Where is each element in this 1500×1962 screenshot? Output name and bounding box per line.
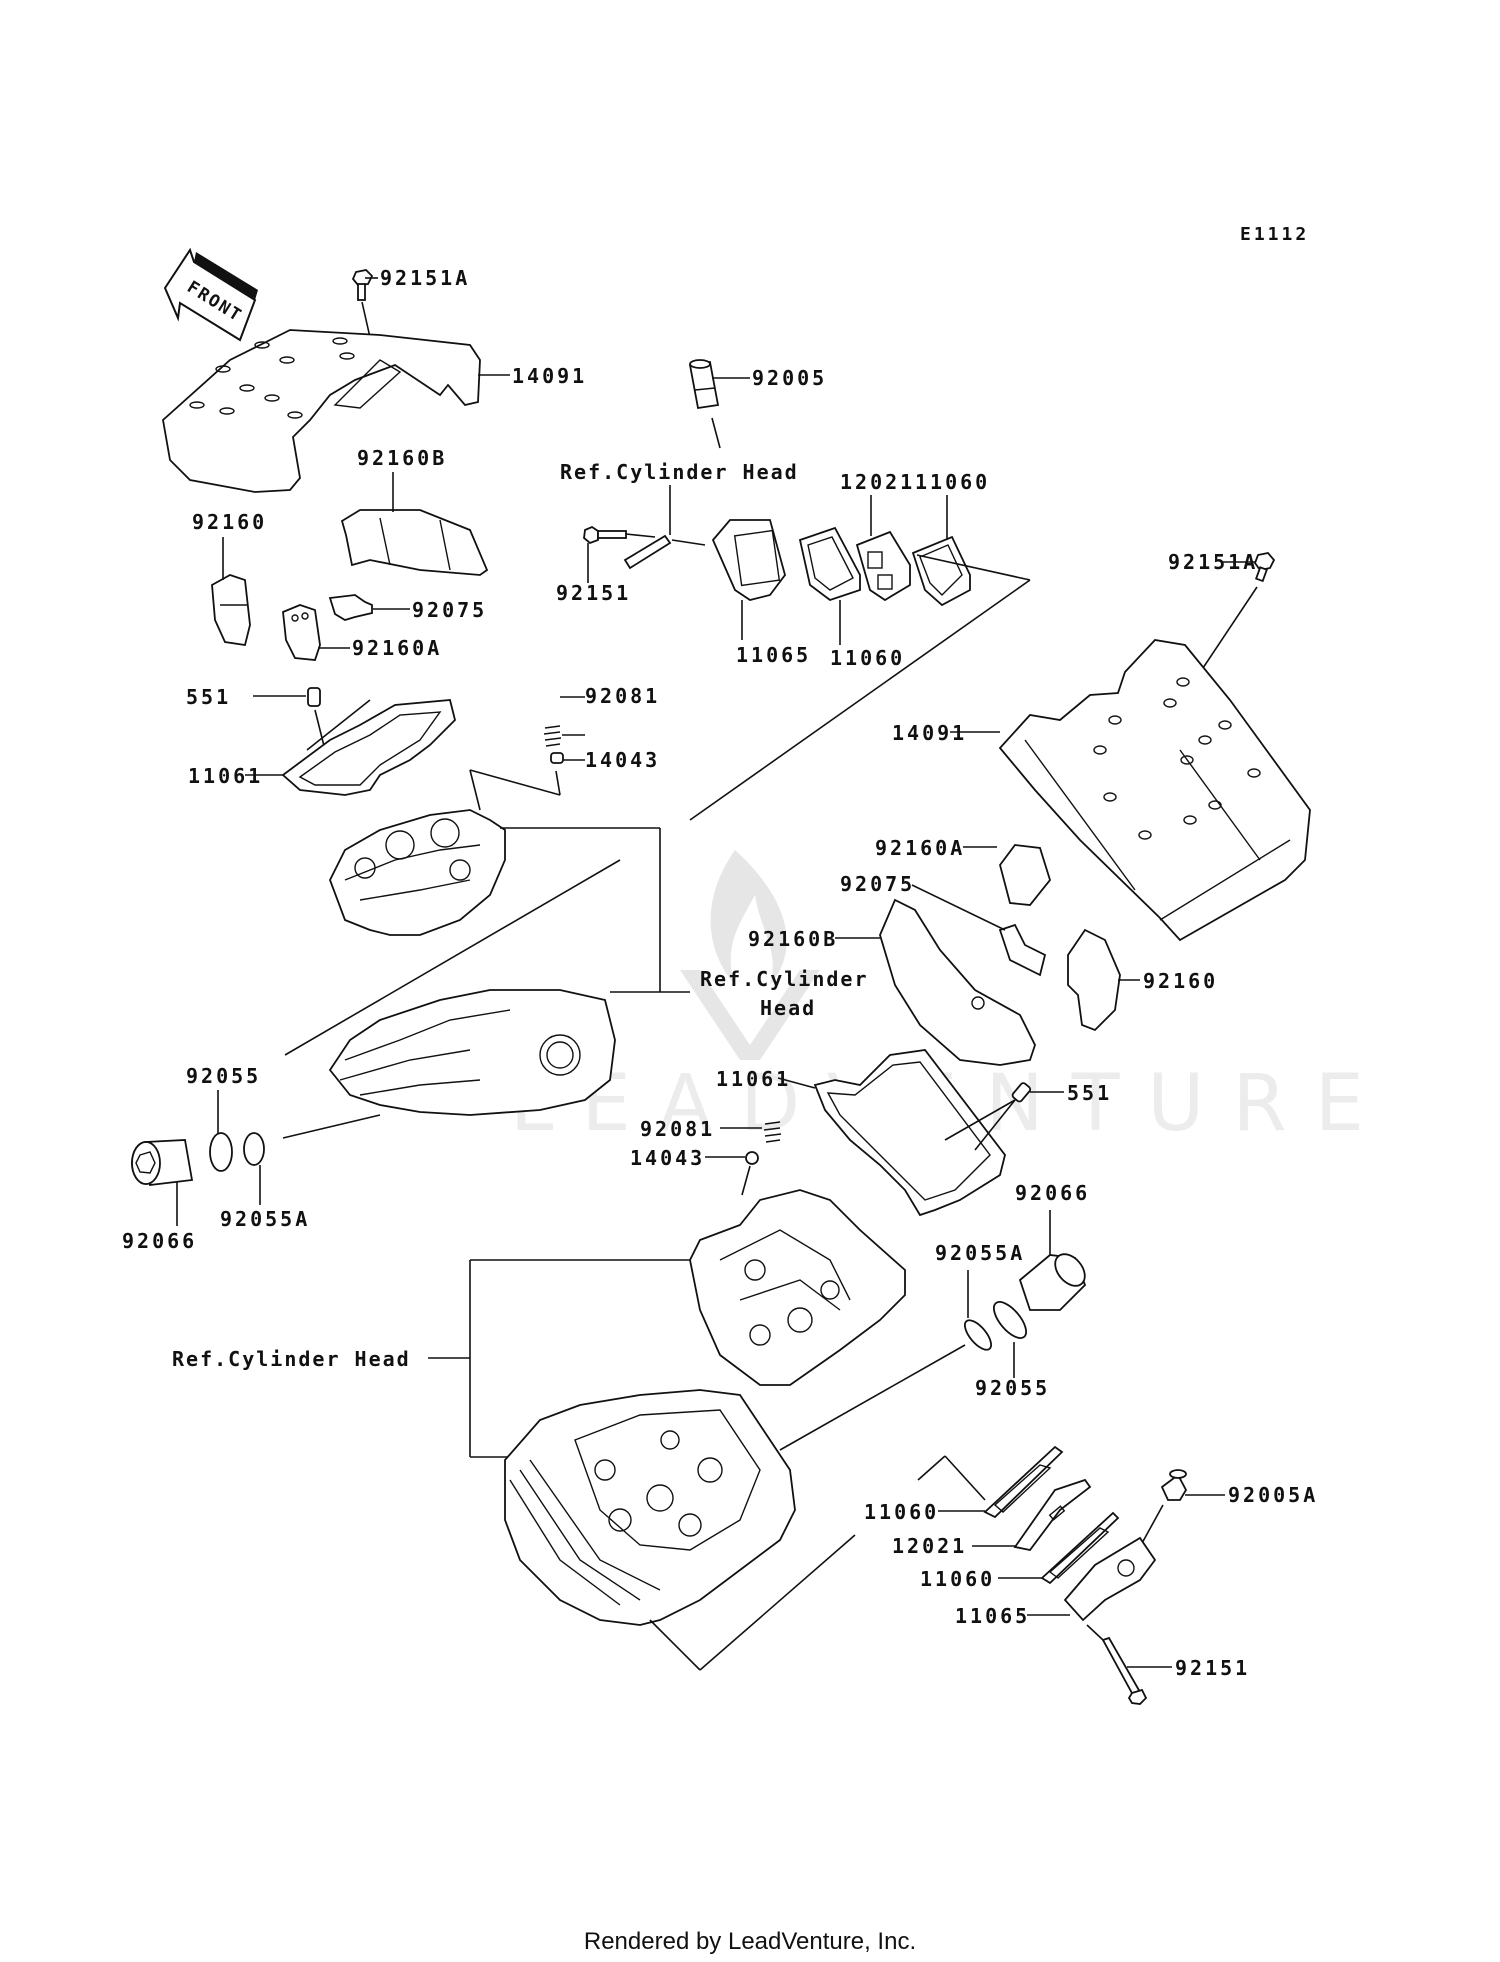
label-551-left[interactable]: 551 xyxy=(186,685,231,709)
label-92005[interactable]: 92005 xyxy=(752,366,827,390)
label-92151a[interactable]: 92151A xyxy=(380,266,470,290)
oring-92055a-left xyxy=(243,1114,381,1205)
label-92075[interactable]: 92075 xyxy=(412,598,487,622)
footer-credit: Rendered by LeadVenture, Inc. xyxy=(583,1928,917,1955)
label-14043-left[interactable]: 14043 xyxy=(585,748,660,772)
label-11061-left[interactable]: 11061 xyxy=(188,764,263,788)
cover-92160b-top xyxy=(340,472,489,576)
head-cover-14091-top xyxy=(162,329,510,493)
plug-92066-right xyxy=(1018,1210,1087,1311)
label-92160a-right[interactable]: 92160A xyxy=(875,836,965,860)
label-ref-cylinder-mid-line2[interactable]: Head xyxy=(760,996,816,1020)
cover-92160a-right xyxy=(963,844,1052,906)
guide-92075-right xyxy=(911,884,1047,977)
label-92055a-left[interactable]: 92055A xyxy=(220,1207,310,1231)
label-92160[interactable]: 92160 xyxy=(192,510,267,534)
label-11065[interactable]: 11065 xyxy=(736,643,811,667)
reed-housing-11065-top xyxy=(711,519,786,640)
label-92055-left[interactable]: 92055 xyxy=(186,1064,261,1088)
plug-92066-left xyxy=(131,1139,194,1226)
guide-92075-top xyxy=(328,594,410,621)
flame-watermark-icon xyxy=(710,850,787,985)
label-11060-bottom-a[interactable]: 11060 xyxy=(864,1500,939,1524)
label-92055a-right[interactable]: 92055A xyxy=(935,1241,1025,1265)
label-92075-right[interactable]: 92075 xyxy=(840,872,915,896)
label-92160b-right[interactable]: 92160B xyxy=(748,927,838,951)
label-92151-bottom[interactable]: 92151 xyxy=(1175,1656,1250,1680)
dowel-551-right xyxy=(944,1082,1064,1151)
label-ref-cylinder-head-top[interactable]: Ref.Cylinder Head xyxy=(560,460,799,484)
cap-14043-right xyxy=(705,1151,759,1196)
front-arrow-icon: FRONT xyxy=(163,247,258,342)
label-92151a-right[interactable]: 92151A xyxy=(1168,550,1258,574)
label-92160b[interactable]: 92160B xyxy=(357,446,447,470)
bracket-ref-bottom xyxy=(428,1260,515,1458)
diagram-code: E1112 xyxy=(1240,224,1309,245)
reed-valve-12021-bottom xyxy=(972,1478,1092,1551)
label-11060-b[interactable]: 11060 xyxy=(915,470,990,494)
gasket-11061-left xyxy=(245,699,456,796)
label-ref-cylinder-mid-line1[interactable]: Ref.Cylinder xyxy=(700,967,869,991)
label-11065-bottom[interactable]: 11065 xyxy=(955,1604,1030,1628)
cylinder-head-front xyxy=(504,1389,856,1671)
label-11060-a[interactable]: 11060 xyxy=(830,646,905,670)
label-14091[interactable]: 14091 xyxy=(512,364,587,388)
label-551-right[interactable]: 551 xyxy=(1067,1081,1112,1105)
pipe-92005a xyxy=(1129,1469,1225,1566)
cap-14043-left xyxy=(469,752,585,811)
label-12021[interactable]: 12021 xyxy=(840,470,915,494)
label-92066-left[interactable]: 92066 xyxy=(122,1229,197,1253)
label-92081-right[interactable]: 92081 xyxy=(640,1117,715,1141)
cover-92160-top xyxy=(211,537,251,647)
bolt-92151-top xyxy=(583,525,706,583)
label-12021-bottom[interactable]: 12021 xyxy=(892,1534,967,1558)
gasket-11060-bottom-b xyxy=(998,1511,1120,1585)
gasket-11060-top-b xyxy=(689,495,1031,821)
label-92160a[interactable]: 92160A xyxy=(352,636,442,660)
label-92081-left[interactable]: 92081 xyxy=(585,684,660,708)
gasket-11061-right xyxy=(777,1049,1006,1217)
label-ref-cylinder-head-bottom[interactable]: Ref.Cylinder Head xyxy=(172,1347,411,1371)
bolt-92151-bottom xyxy=(1086,1624,1172,1705)
spring-92081-left xyxy=(543,725,585,747)
oring-92055a-right xyxy=(779,1270,992,1451)
v-watermark-icon xyxy=(680,970,820,1060)
label-11061-right[interactable]: 11061 xyxy=(716,1067,791,1091)
rocker-cover-front xyxy=(470,1189,906,1386)
reed-housing-11065-bottom xyxy=(1027,1536,1157,1622)
gasket-11060-top-a xyxy=(798,526,861,645)
label-92005a[interactable]: 92005A xyxy=(1228,1483,1318,1507)
oring-92055-left xyxy=(209,1090,233,1172)
cover-92160-right xyxy=(1067,928,1140,1032)
rocker-cover-rear xyxy=(329,809,661,992)
label-92066-right[interactable]: 92066 xyxy=(1015,1181,1090,1205)
label-92160-right[interactable]: 92160 xyxy=(1143,969,1218,993)
bolt-92151a-right xyxy=(1194,552,1276,681)
reed-valve-12021-top xyxy=(855,495,911,602)
cylinder-head-rear xyxy=(328,989,690,1116)
gasket-11060-bottom-a xyxy=(917,1445,1064,1519)
cover-92160a-top xyxy=(282,604,350,661)
label-14091-right[interactable]: 14091 xyxy=(892,721,967,745)
head-cover-14091-right xyxy=(950,639,1311,942)
label-11060-bottom-b[interactable]: 11060 xyxy=(920,1567,995,1591)
cover-92160b-right xyxy=(835,898,1036,1066)
label-92055-right[interactable]: 92055 xyxy=(975,1376,1050,1400)
label-92151[interactable]: 92151 xyxy=(556,581,631,605)
label-14043-right[interactable]: 14043 xyxy=(630,1146,705,1170)
spring-92081-right xyxy=(720,1121,782,1143)
leader-head-rear xyxy=(284,859,621,1056)
pipe-92005 xyxy=(688,359,750,449)
oring-92055-right xyxy=(993,1301,1027,1378)
